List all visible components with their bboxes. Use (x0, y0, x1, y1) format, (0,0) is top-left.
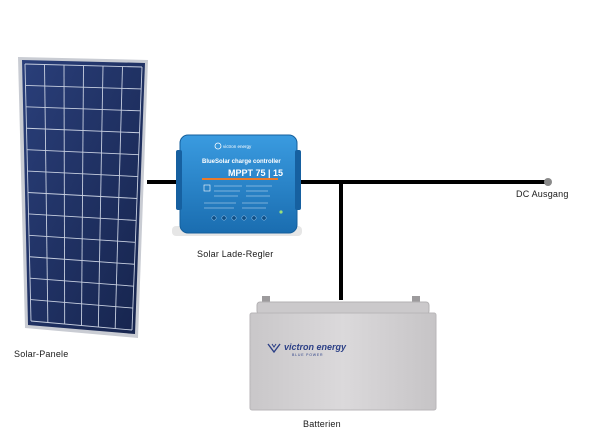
victron-logo-icon (267, 343, 281, 354)
panel-grid-line (27, 192, 138, 199)
battery-tagline: BLUE POWER (292, 353, 323, 357)
controller-accent-stripe (202, 178, 278, 180)
terminal-screw-icon (211, 215, 217, 221)
label-dc-output: DC Ausgang (516, 189, 569, 199)
panel-grid-line (29, 277, 134, 287)
dc-output-terminal (544, 178, 552, 186)
terminal-screw-icon (221, 215, 227, 221)
controller-model: MPPT 75 | 15 (228, 168, 283, 178)
terminal-screw-icon (251, 215, 257, 221)
battery-brand: victron energy (284, 342, 347, 352)
solar-panel (18, 57, 148, 338)
terminal-screw-icon (241, 215, 247, 221)
charge-controller: victron energy BlueSolar charge controll… (172, 134, 302, 236)
panel-grid-line (30, 299, 133, 309)
controller-warning-icon (203, 184, 211, 192)
panel-grid-line (29, 256, 135, 265)
label-battery: Batterien (303, 419, 341, 429)
terminal-screw-icon (261, 215, 267, 221)
controller-brand: victron energy (223, 144, 252, 149)
controller-status-led (279, 210, 283, 214)
panel-grid-line (25, 84, 142, 90)
label-charge-controller: Solar Lade-Regler (197, 249, 274, 259)
panel-grid-line (28, 234, 136, 243)
controller-spec-lines (204, 185, 272, 209)
panel-grid-line (26, 149, 139, 156)
wiring (147, 178, 552, 300)
panel-cell-grid (24, 63, 143, 331)
battery: victron energy BLUE POWER (249, 296, 437, 411)
panel-grid-line (26, 127, 140, 134)
victron-logo-icon (214, 142, 222, 150)
panel-grid-line (30, 320, 133, 331)
panel-grid-line (27, 170, 138, 178)
panel-grid-line (25, 106, 141, 112)
controller-product-line: BlueSolar charge controller (202, 159, 281, 165)
panel-grid-line (28, 213, 137, 221)
label-solar-panel: Solar-Panele (14, 349, 69, 359)
controller-terminal-block (211, 215, 267, 221)
panel-grid-line (24, 63, 143, 68)
terminal-screw-icon (231, 215, 237, 221)
